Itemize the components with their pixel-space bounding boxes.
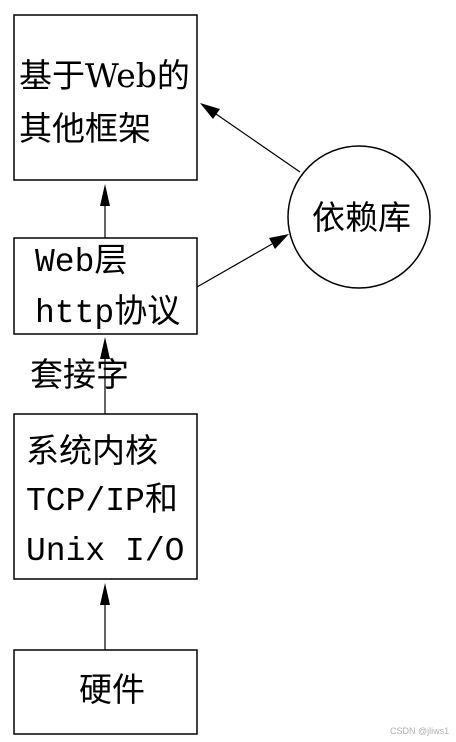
node-kernel-line-3: Unix I/O — [26, 533, 184, 570]
node-kernel-box — [13, 413, 198, 580]
node-framework-line-2: 其他框架 — [19, 109, 151, 148]
node-web-layer: Web层 http协议 — [13, 237, 198, 335]
node-library: 依赖库 — [287, 145, 431, 289]
node-kernel-line-2: TCP/IP和 — [26, 482, 178, 520]
node-web-layer-box — [13, 237, 198, 335]
node-hardware-line-1: 硬件 — [79, 670, 145, 709]
node-web-layer-line-2: http协议 — [35, 293, 180, 332]
arrow-library-to-framework — [200, 103, 301, 173]
node-framework-line-1: 基于Web的 — [19, 56, 190, 95]
node-web-layer-line-1: Web层 — [35, 244, 127, 281]
arrow-hardware-to-kernel — [100, 583, 110, 650]
arrow-kernel-to-web-layer — [100, 337, 110, 414]
edge-label-socket: 套接字 — [30, 355, 129, 394]
node-hardware: 硬件 — [13, 649, 198, 735]
node-framework: 基于Web的 其他框架 — [13, 14, 198, 181]
node-framework-box — [13, 14, 198, 181]
node-kernel-line-1: 系统内核 — [26, 431, 158, 470]
watermark-text: CSDN @jliws1 — [390, 726, 449, 736]
node-library-circle — [287, 145, 431, 289]
node-kernel: 系统内核 TCP/IP和 Unix I/O — [13, 413, 198, 580]
arrow-web-layer-to-library — [196, 234, 289, 288]
node-library-line-1: 依赖库 — [312, 198, 411, 237]
arrow-web-layer-to-framework — [100, 184, 110, 238]
